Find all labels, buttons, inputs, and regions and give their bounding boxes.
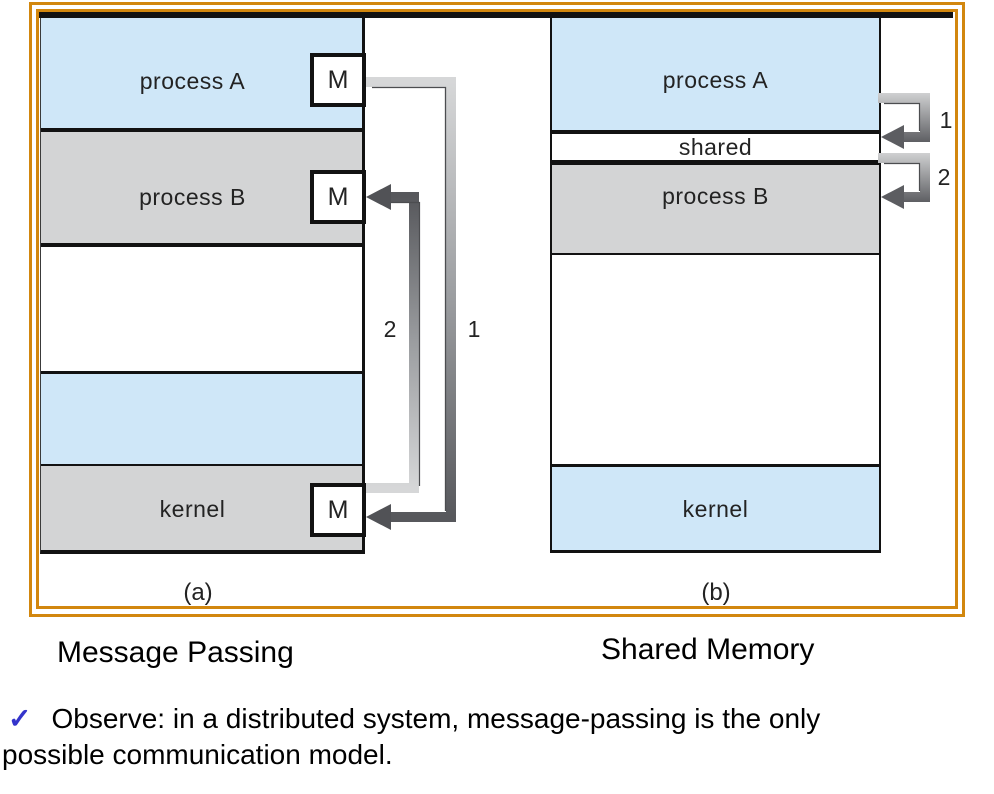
diagram-b-region-process-b: process B [552,165,879,253]
region-label: process A [139,67,246,94]
arrow-label-2-diagram-a: 2 [383,316,397,342]
figure-top-bar [39,12,953,18]
divider [41,371,362,374]
diagram-b-sublabel: (b) [701,579,731,606]
note-line-2: possible communication model. [2,739,393,770]
message-box-kernel: M [310,483,366,537]
diagram-a-region-process-b: process B [41,132,362,243]
arrow-label-1-diagram-b: 1 [939,107,953,133]
divider [552,130,879,134]
diagram-a-region-kernel: kernel [41,466,362,550]
slide-frame-outer [29,2,965,617]
divider [552,253,879,255]
region-label: process B [662,182,769,209]
checkmark-icon: ✓ [8,703,32,734]
region-label: shared [678,133,753,160]
region-label: process B [139,183,246,210]
divider [552,464,879,467]
diagram-a-region-empty-2 [41,374,362,464]
divider [552,160,879,165]
divider [41,243,362,247]
diagram-b-column: process A shared process B kernel [550,18,881,553]
diagram-b-region-process-a: process A [552,18,879,130]
message-box-label: M [327,65,349,94]
note-text: ✓ Observe: in a distributed system, messa… [2,701,987,773]
caption-shared-memory: Shared Memory [601,633,815,666]
arrow-label-2-diagram-b: 2 [937,164,951,190]
message-box-process-a: M [310,53,366,107]
diagram-a-sublabel: (a) [183,579,213,606]
divider [41,128,362,132]
region-label: process A [662,66,769,93]
diagram-a-column: process A process B kernel [40,18,365,554]
diagram-b-region-shared: shared [552,134,879,160]
caption-message-passing: Message Passing [57,636,294,669]
message-box-label: M [327,182,349,211]
arrow-label-1-diagram-a: 1 [467,316,481,342]
region-label: kernel [682,496,749,522]
note-line-1-text: Observe: in a distributed system, messag… [51,703,821,734]
divider [41,464,362,466]
slide-frame-inner [36,9,958,609]
region-label: kernel [159,495,226,522]
message-box-label: M [327,495,349,524]
message-box-process-b: M [310,170,366,224]
diagram-a-region-process-a: process A [41,18,362,128]
diagram-a-region-empty-1 [41,247,362,371]
diagram-b-region-kernel: kernel [552,467,879,550]
diagram-b-region-empty [552,255,879,464]
note-line-1: ✓ Observe: in a distributed system, messa… [2,701,987,737]
